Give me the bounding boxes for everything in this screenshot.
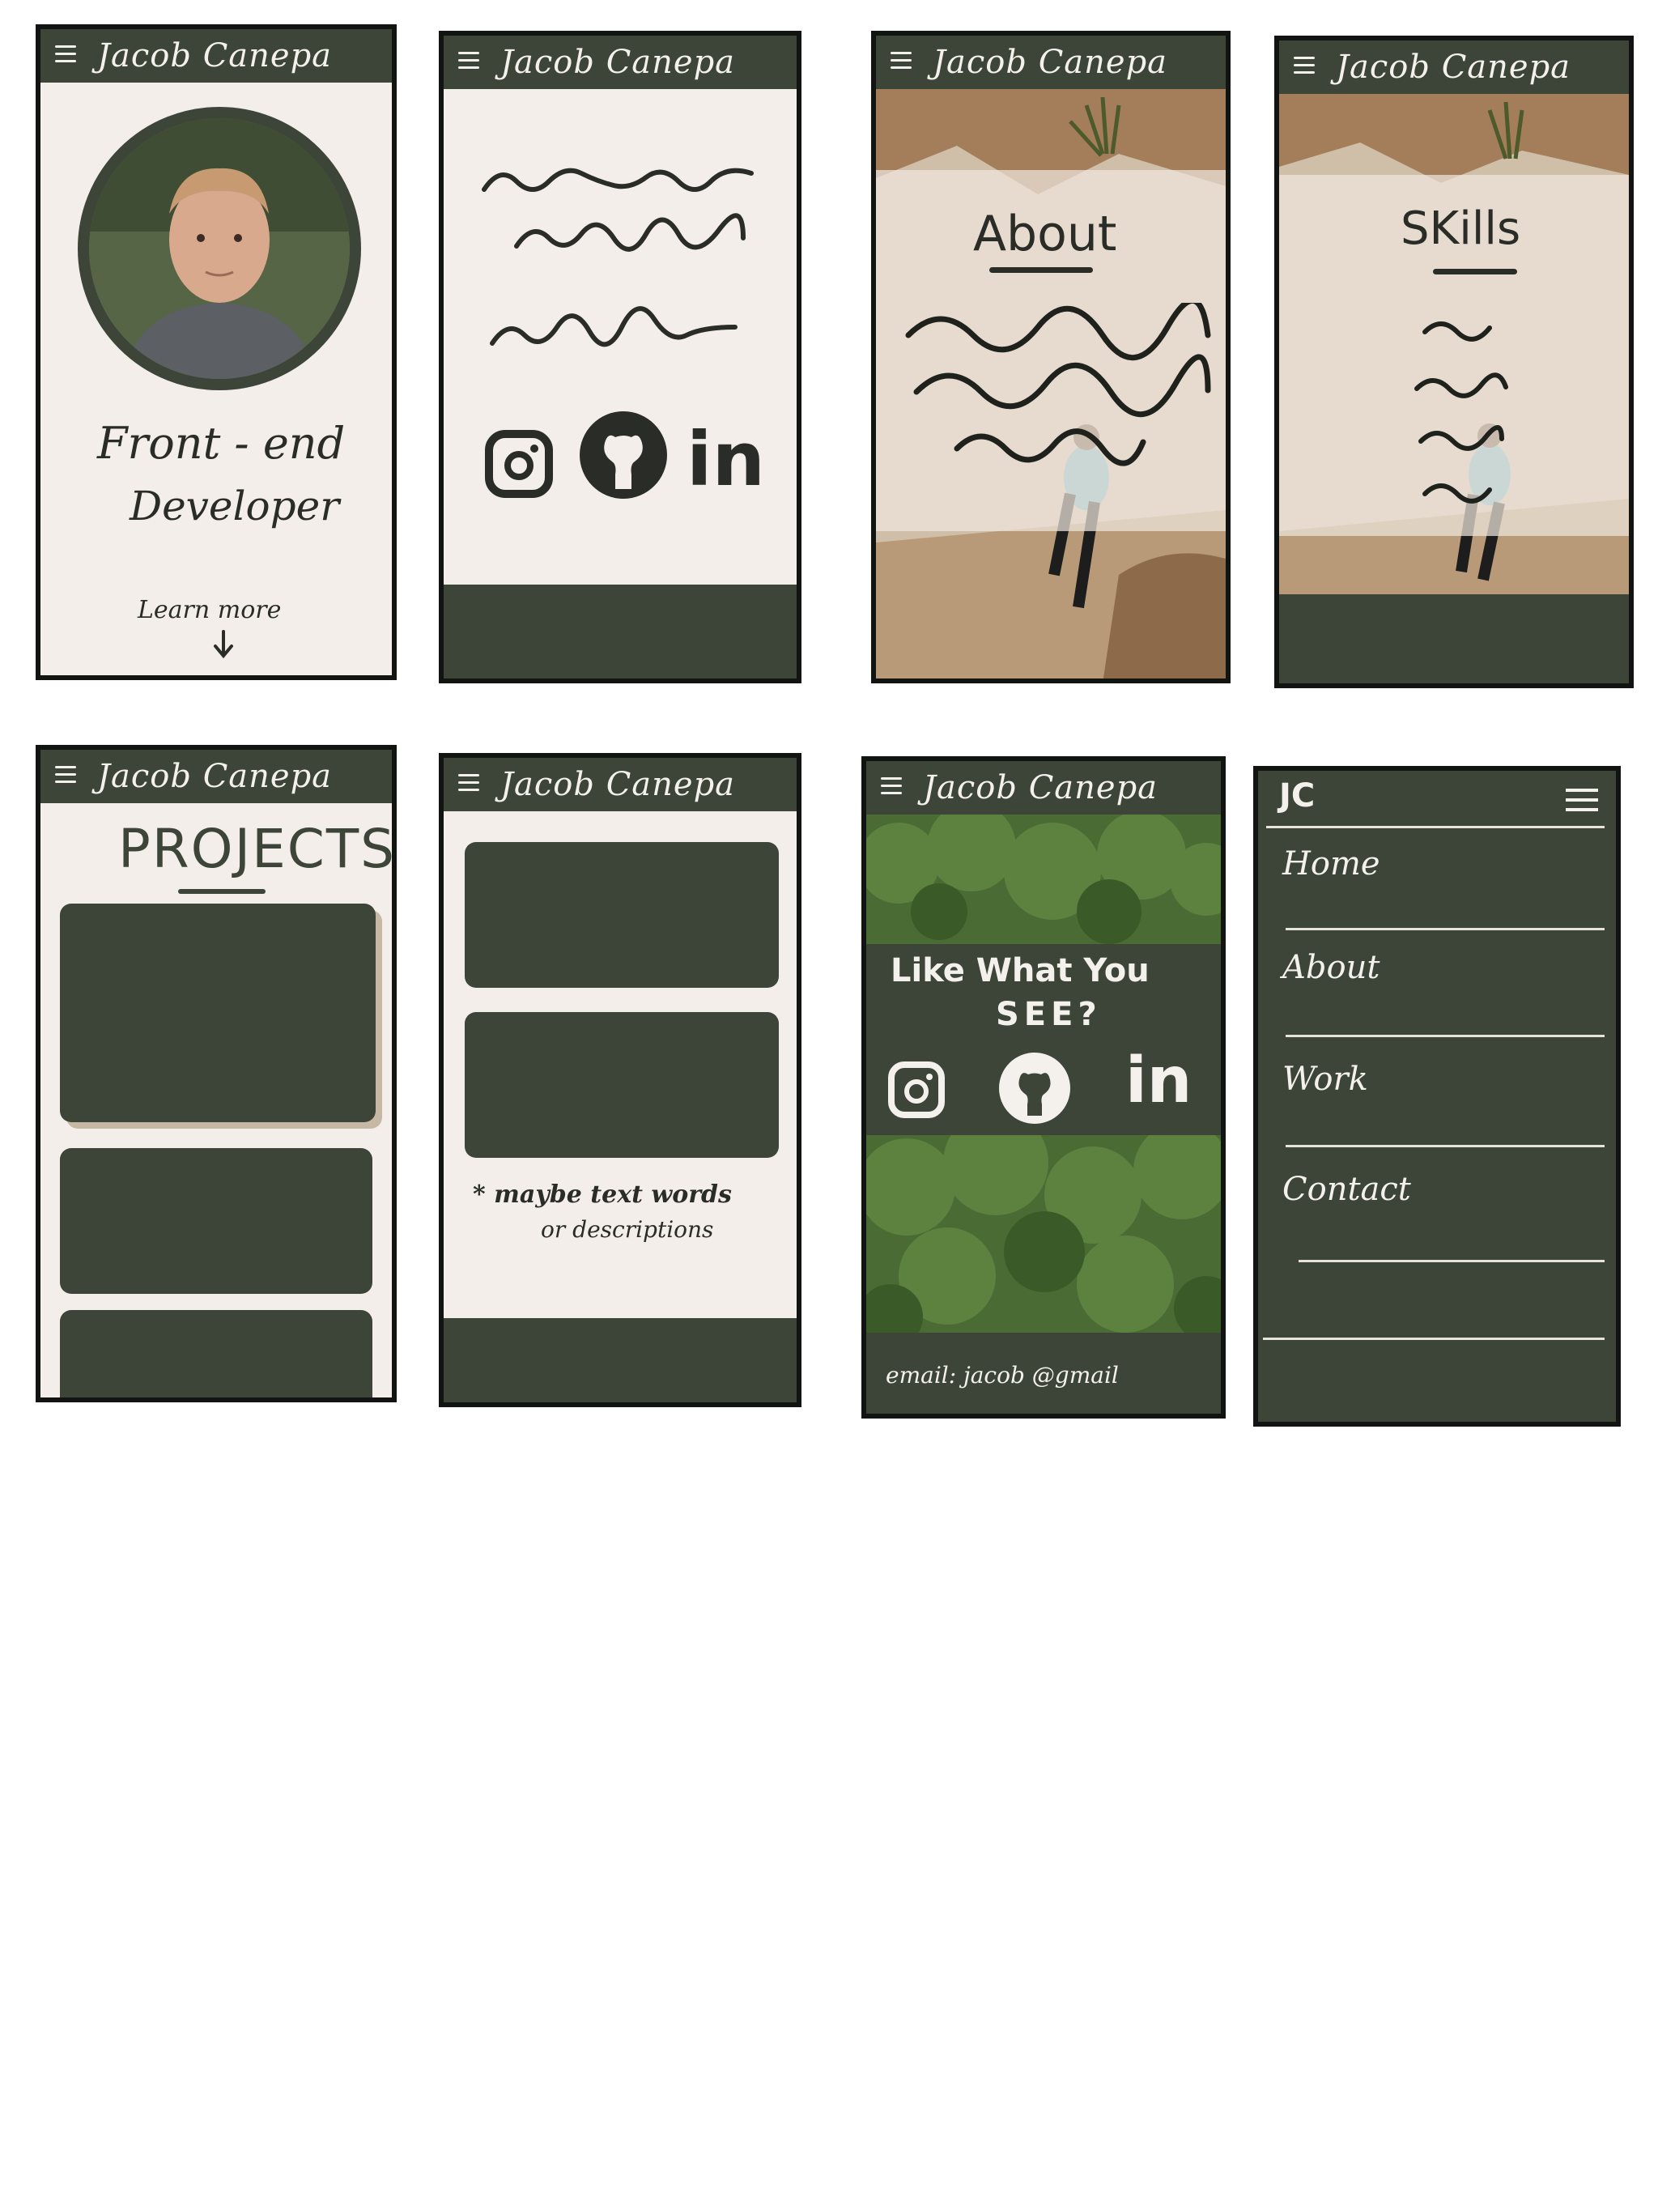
site-title[interactable]: Jacob Canepa xyxy=(933,44,1168,81)
menu-divider xyxy=(1286,1145,1605,1147)
project-card[interactable] xyxy=(60,1148,372,1294)
hamburger-menu-icon[interactable] xyxy=(891,47,912,74)
project-card[interactable] xyxy=(60,1310,372,1397)
hamburger-menu-icon[interactable] xyxy=(55,761,76,789)
phone-skills: Jacob Canepa SKills xyxy=(1274,36,1634,688)
placeholder-text-scribble xyxy=(905,303,1211,466)
about-title-underline xyxy=(989,267,1093,273)
menu-divider xyxy=(1286,1035,1605,1037)
header: Jacob Canepa xyxy=(40,29,392,83)
skills-title-underline xyxy=(1433,269,1517,274)
github-icon[interactable] xyxy=(576,408,670,502)
menu-divider xyxy=(1263,1338,1605,1340)
linkedin-icon[interactable]: in xyxy=(687,416,766,503)
phone-projects: Jacob Canepa PROJECTS xyxy=(36,745,397,1402)
phone-projects-alt: Jacob Canepa * maybe text words or descr… xyxy=(439,753,801,1407)
footer xyxy=(444,1318,797,1402)
header: Jacob Canepa xyxy=(876,36,1226,89)
menu-item-home[interactable]: Home xyxy=(1282,845,1380,883)
projects-title: PROJECTS xyxy=(118,818,397,880)
site-title[interactable]: Jacob Canepa xyxy=(923,769,1158,806)
projects-note-line1: * maybe text words xyxy=(473,1180,732,1209)
hamburger-menu-icon[interactable] xyxy=(55,40,76,68)
hamburger-menu-icon[interactable] xyxy=(1294,52,1315,79)
project-card[interactable] xyxy=(465,842,779,988)
project-card[interactable] xyxy=(60,904,376,1122)
hero-role-line1: Front - end xyxy=(97,418,346,469)
skills-overlay xyxy=(1279,175,1629,536)
skills-title: SKills xyxy=(1401,202,1521,255)
hamburger-menu-icon[interactable] xyxy=(881,772,902,800)
skills-list-scribble xyxy=(1414,321,1508,504)
contact-email[interactable]: email: jacob @gmail xyxy=(886,1362,1119,1389)
phone-menu: JC Home About Work Contact xyxy=(1253,766,1621,1427)
site-title[interactable]: Jacob Canepa xyxy=(97,758,333,795)
contact-title-line1: Like What You xyxy=(891,952,1150,989)
phone-hero: Jacob Canepa Front - end Developer Learn… xyxy=(36,24,397,680)
projects-title-underline xyxy=(178,889,266,894)
site-title[interactable]: Jacob Canepa xyxy=(500,44,736,81)
menu-item-about[interactable]: About xyxy=(1282,949,1380,986)
instagram-icon[interactable] xyxy=(887,1061,946,1119)
close-menu-icon[interactable] xyxy=(1566,785,1598,818)
menu-divider xyxy=(1286,928,1605,930)
header: Jacob Canepa xyxy=(866,761,1221,815)
placeholder-text-scribble xyxy=(482,168,754,347)
menu-divider xyxy=(1299,1260,1605,1262)
menu-divider xyxy=(1266,826,1605,828)
header: Jacob Canepa xyxy=(1279,40,1629,94)
menu-item-contact[interactable]: Contact xyxy=(1282,1171,1411,1208)
phone-about: Jacob Canepa About xyxy=(871,31,1231,683)
about-overlay xyxy=(876,170,1226,531)
hamburger-menu-icon[interactable] xyxy=(458,769,479,797)
menu-item-work[interactable]: Work xyxy=(1282,1061,1368,1098)
github-icon[interactable] xyxy=(997,1051,1072,1125)
footer xyxy=(1279,594,1629,683)
site-title[interactable]: Jacob Canepa xyxy=(500,766,736,803)
header: Jacob Canepa xyxy=(40,750,392,803)
about-title: About xyxy=(973,206,1117,262)
site-title[interactable]: Jacob Canepa xyxy=(1336,49,1571,86)
phone-socials: Jacob Canepa in xyxy=(439,31,801,683)
avatar xyxy=(78,107,361,390)
projects-note-line2: or descriptions xyxy=(541,1216,714,1243)
hamburger-menu-icon[interactable] xyxy=(458,47,479,74)
instagram-icon[interactable] xyxy=(484,429,554,499)
arrow-down-icon[interactable] xyxy=(207,628,240,661)
hero-role-line2: Developer xyxy=(130,483,340,530)
contact-title-line2: SEE? xyxy=(996,996,1102,1033)
footer xyxy=(444,585,797,678)
learn-more-link[interactable]: Learn more xyxy=(138,596,282,624)
site-title[interactable]: Jacob Canepa xyxy=(97,37,333,74)
phone-contact: Jacob Canepa Like What You SEE? in email… xyxy=(861,756,1226,1419)
menu-brand[interactable]: JC xyxy=(1279,777,1316,815)
project-card[interactable] xyxy=(465,1012,779,1158)
header: Jacob Canepa xyxy=(444,758,797,811)
header: Jacob Canepa xyxy=(444,36,797,89)
linkedin-icon[interactable]: in xyxy=(1125,1044,1192,1117)
